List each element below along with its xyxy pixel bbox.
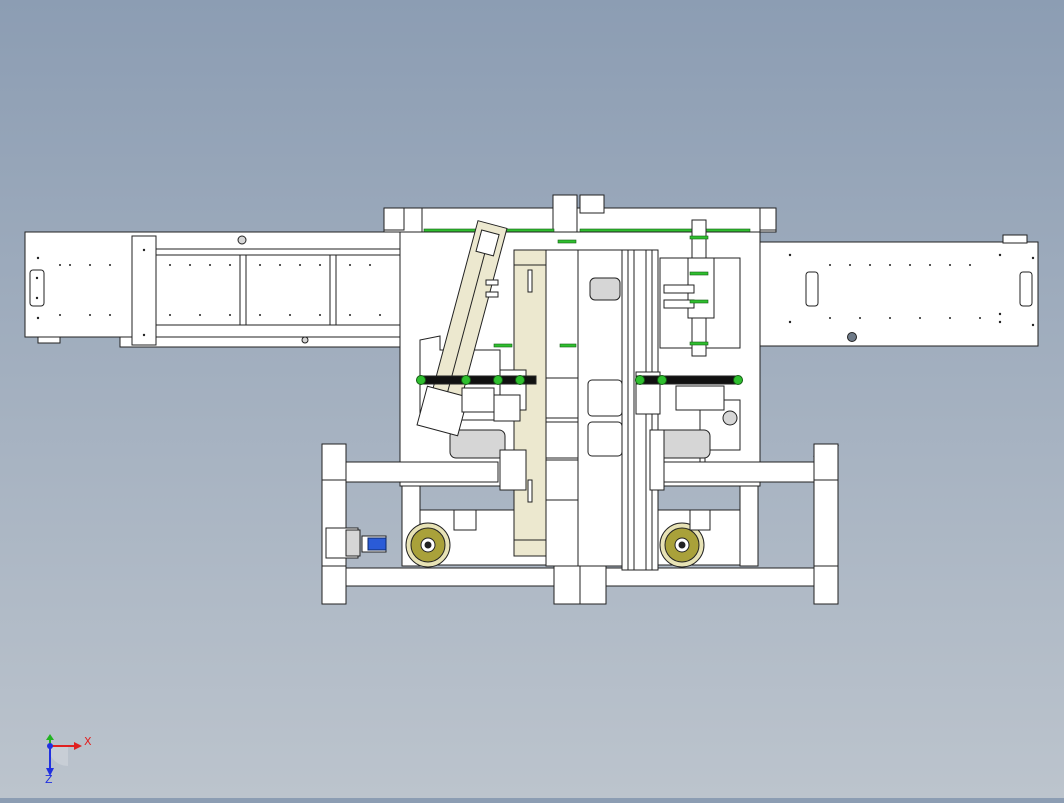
right-wing-plate[interactable] [759,234,1039,347]
z-axis-label: Z [45,773,53,786]
coordinate-triad: X Z [38,728,102,786]
vertical-green-markers [493,235,709,348]
left-small-blocks [461,279,521,422]
left-drive-unit[interactable] [325,509,477,568]
left-wing-plate[interactable] [24,231,421,348]
right-linear-shaft[interactable] [635,375,743,385]
x-axis-label: X [84,735,92,748]
corner-brackets [321,207,839,481]
axis-arrows [46,734,82,776]
left-wing-holes [35,248,381,337]
right-wing-holes [788,253,1035,327]
left-linear-shaft[interactable] [416,375,537,385]
